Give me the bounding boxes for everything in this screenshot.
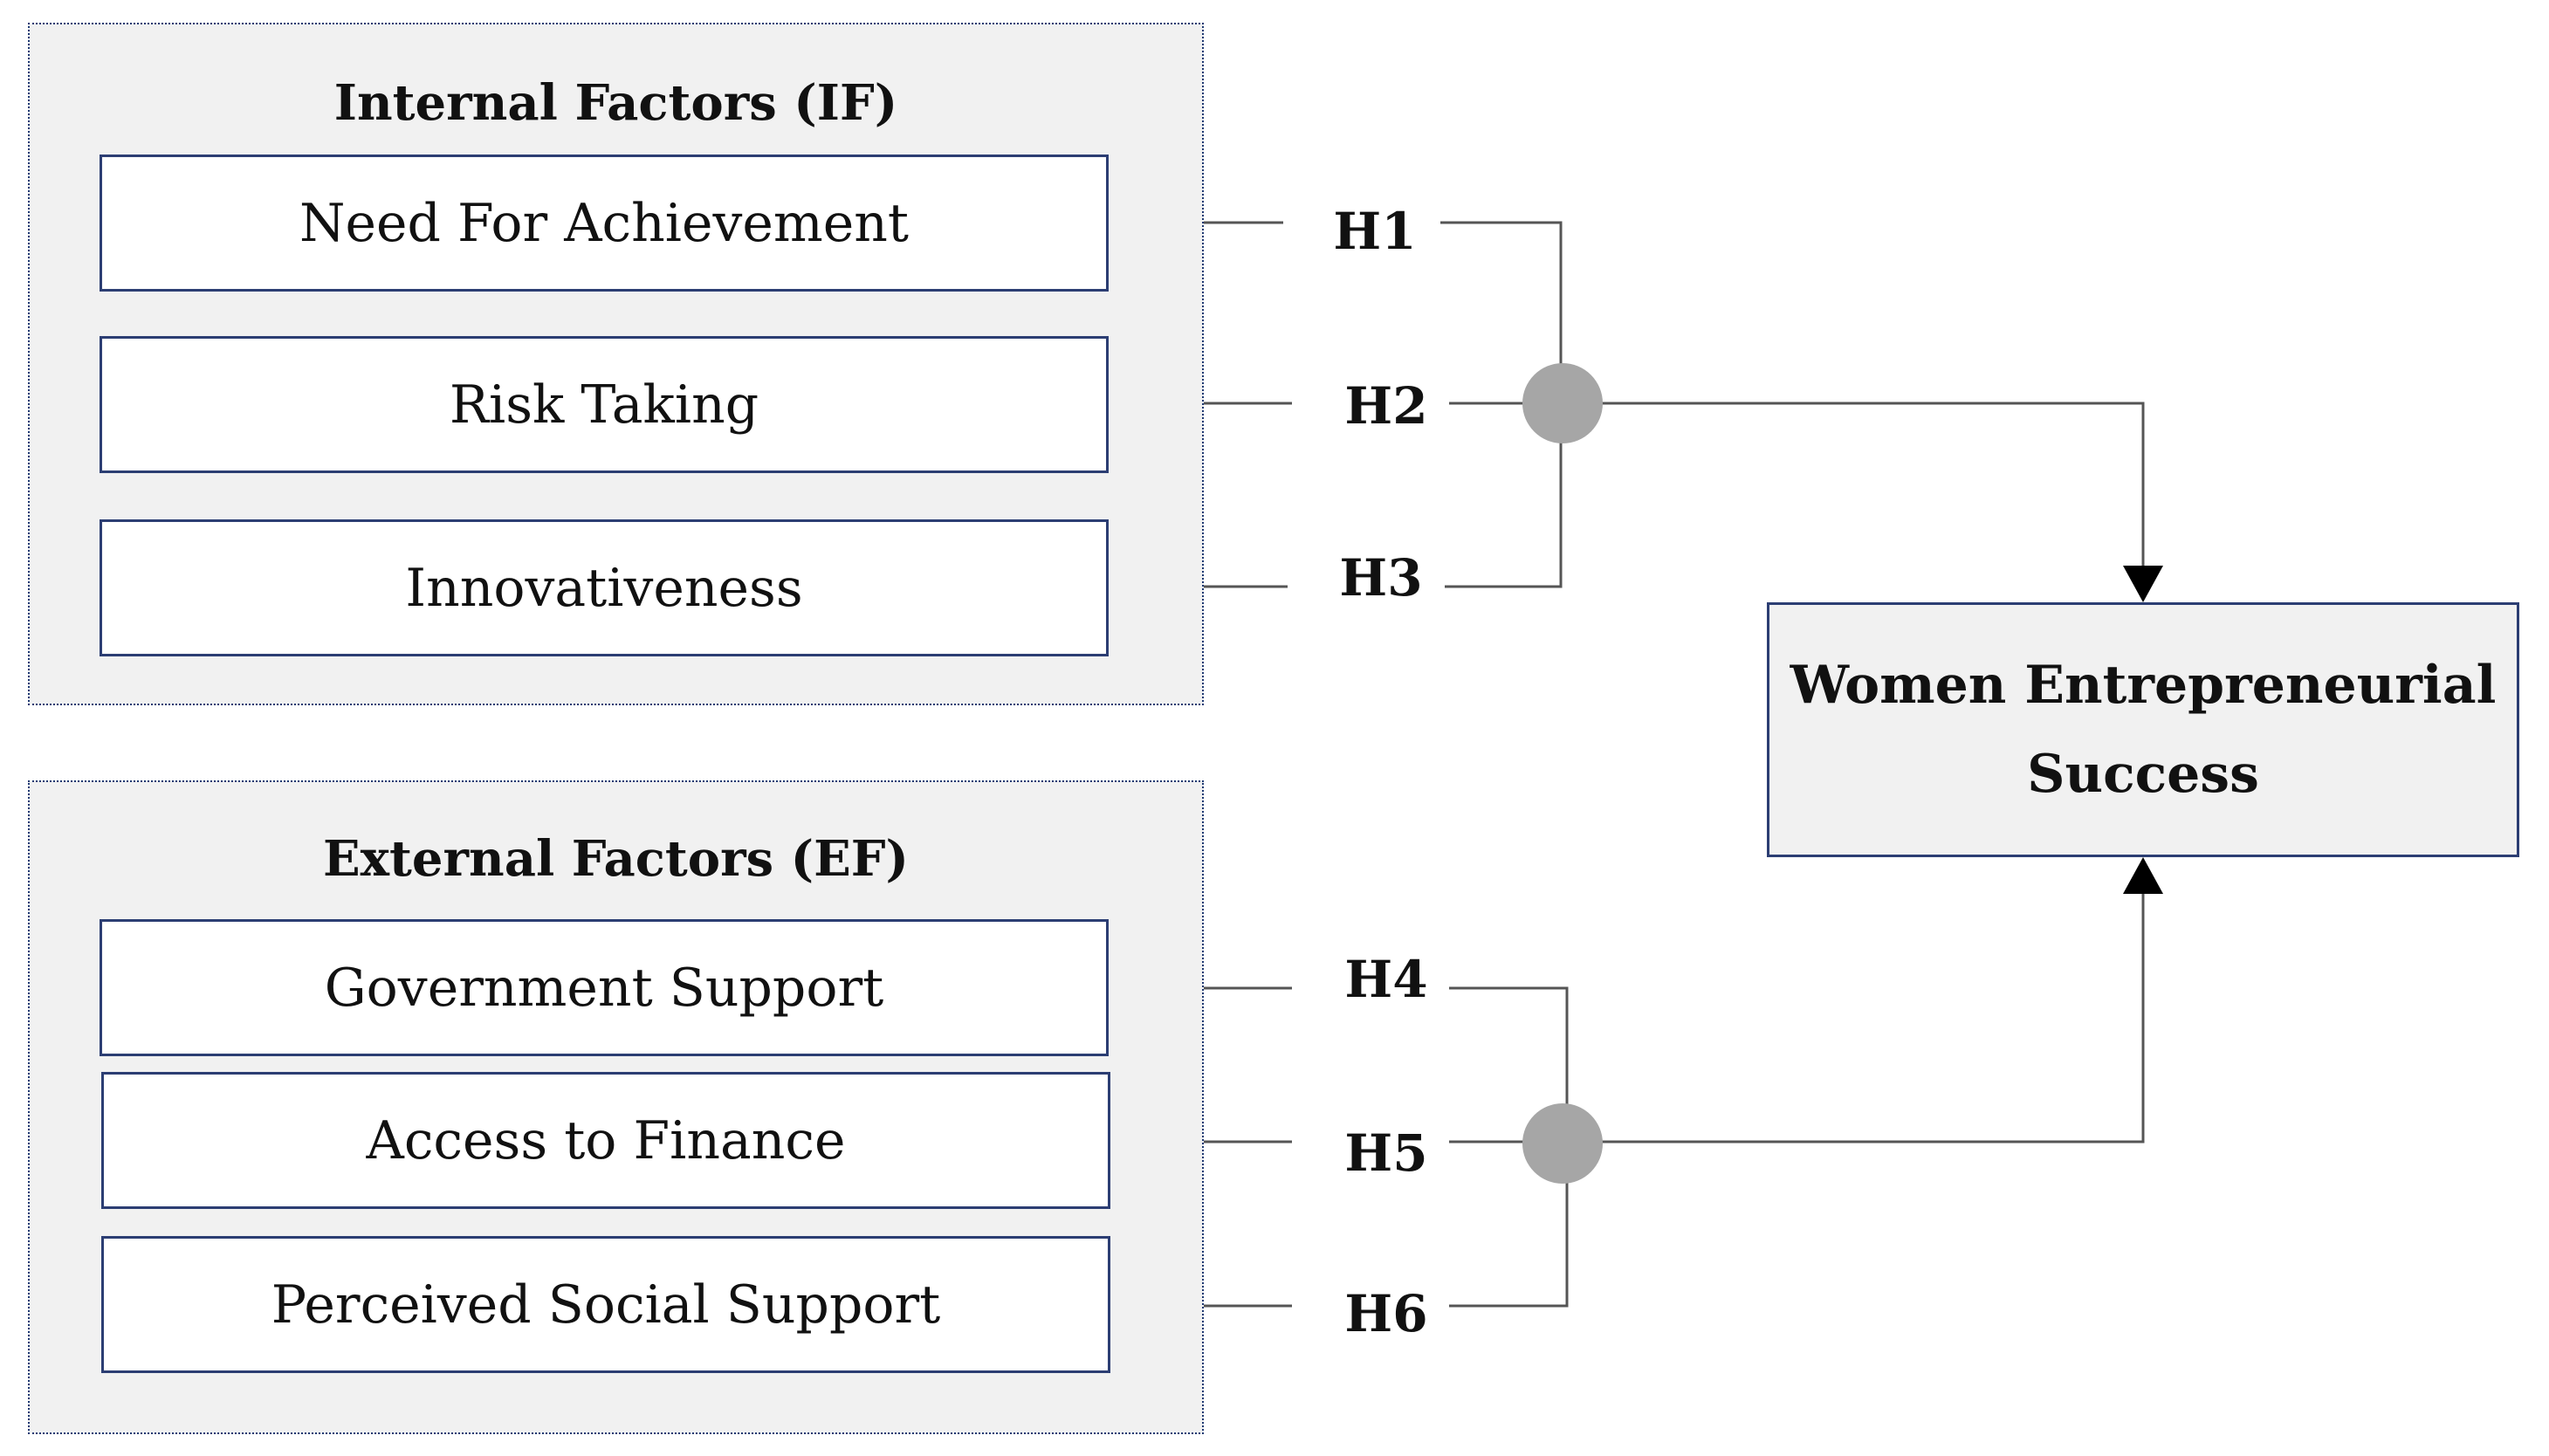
hypothesis-h1: H1 (1333, 202, 1417, 261)
connector-if-outcome (1561, 402, 2145, 567)
internal-factors-title: Internal Factors (IF) (333, 74, 898, 132)
arrow-into-outcome-bottom (2123, 857, 2163, 894)
outcome-line-2: Success (2027, 744, 2259, 805)
factor-access-to-finance: Access to Finance (101, 1072, 1110, 1209)
outcome-women-entrepreneurial-success: Women Entrepreneurial Success (1767, 602, 2519, 857)
hypothesis-h2: H2 (1344, 376, 1428, 436)
hypothesis-h6: H6 (1344, 1284, 1428, 1343)
connector-h6-junction (1449, 1142, 1569, 1308)
hypothesis-h5: H5 (1344, 1123, 1428, 1183)
factor-risk-taking: Risk Taking (100, 336, 1109, 473)
connector-h1-junction (1440, 221, 1563, 403)
connector-ef-outcome (1567, 890, 2145, 1144)
factor-perceived-social-support: Perceived Social Support (101, 1236, 1110, 1373)
arrow-into-outcome-top (2123, 566, 2163, 602)
hypothesis-h3: H3 (1339, 548, 1423, 608)
hypothesis-h4: H4 (1344, 950, 1428, 1009)
factor-innovativeness: Innovativeness (100, 519, 1109, 656)
outcome-line-1: Women Entrepreneurial (1790, 655, 2497, 716)
junction-ef (1522, 1103, 1603, 1184)
junction-if (1522, 363, 1603, 443)
connector-h3-junction (1445, 403, 1563, 588)
factor-need-for-achievement: Need For Achievement (100, 155, 1109, 292)
factor-government-support: Government Support (100, 919, 1109, 1056)
connector-h4-junction (1449, 986, 1569, 1142)
external-factors-title: External Factors (EF) (322, 830, 910, 888)
